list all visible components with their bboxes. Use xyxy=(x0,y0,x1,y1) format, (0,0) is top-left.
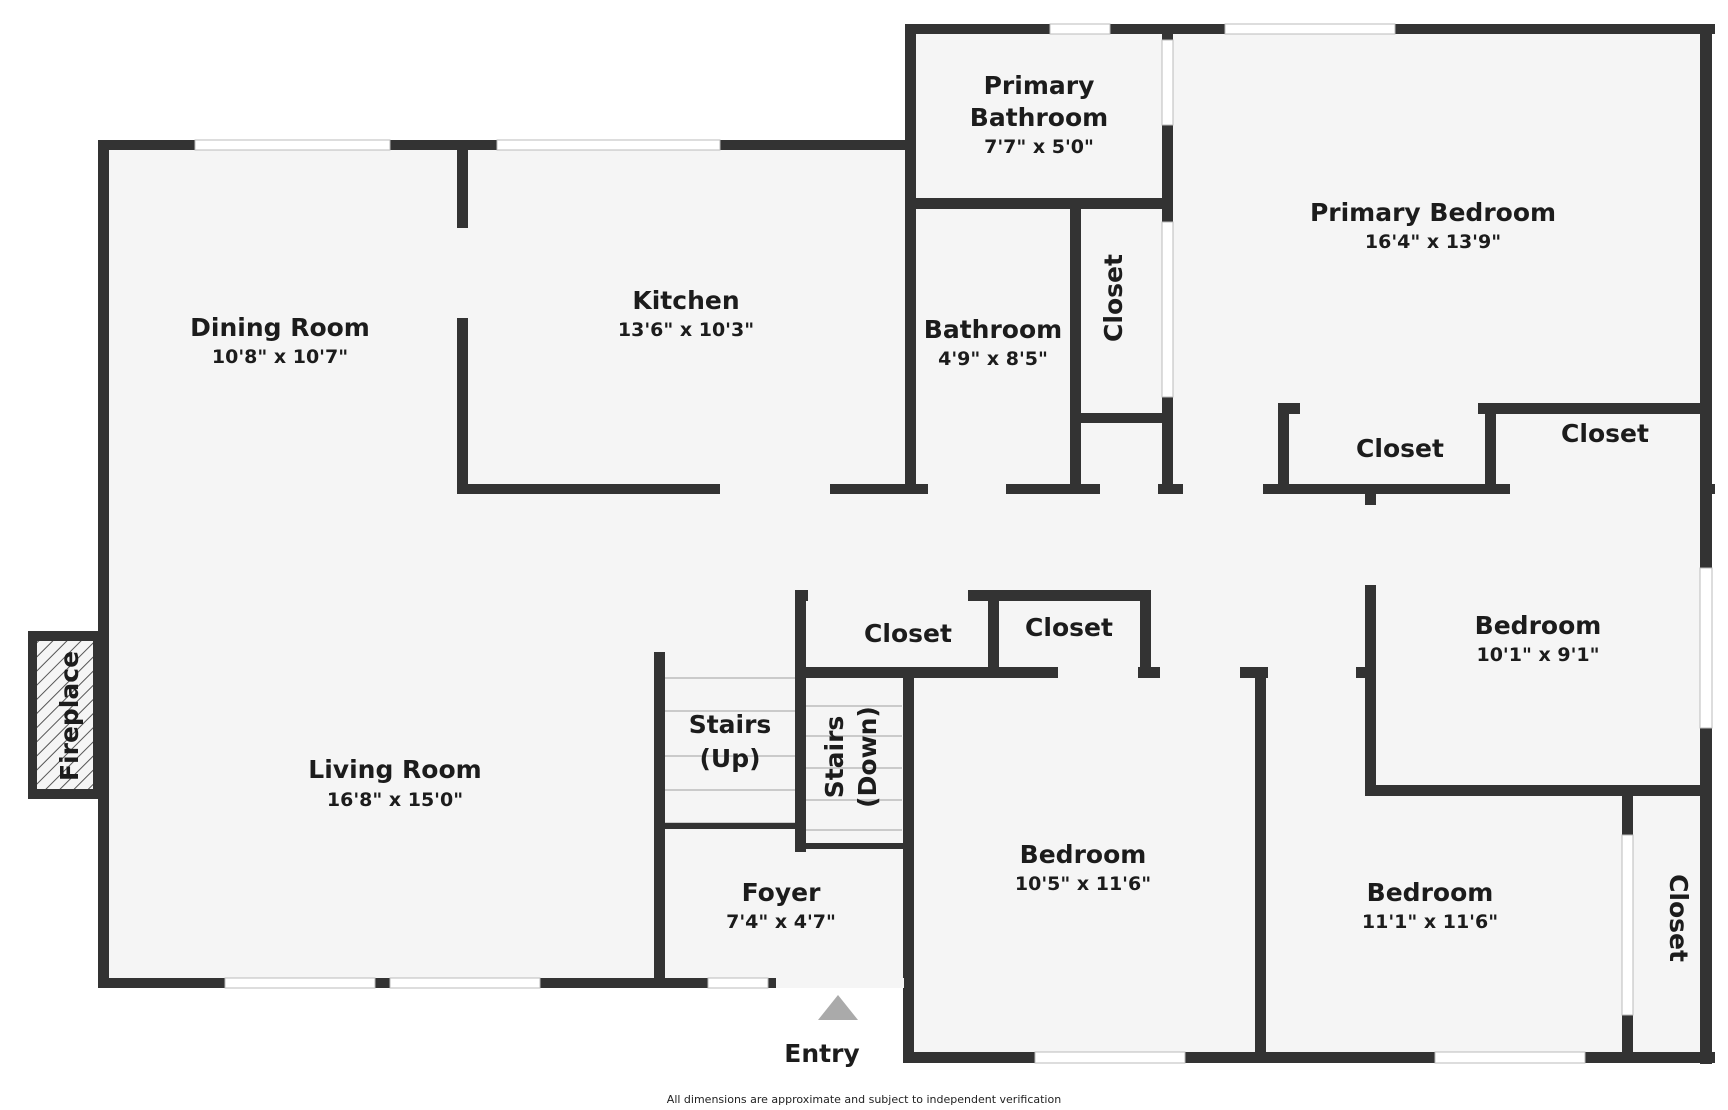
stairs-down-label: Stairs xyxy=(820,716,849,799)
closet-label: Closet xyxy=(1025,613,1113,642)
bathroom-name: Bathroom xyxy=(924,315,1062,344)
living-room-name: Living Room xyxy=(308,755,481,784)
primary-bedroom-name: Primary Bedroom xyxy=(1310,198,1556,227)
closet-label: Closet xyxy=(1664,874,1693,962)
bedroom-right-name: Bedroom xyxy=(1475,611,1602,640)
disclaimer-text: All dimensions are approximate and subje… xyxy=(666,1093,1062,1106)
room-labels: Primary Bathroom 7'7" x 5'0" Primary Bed… xyxy=(55,71,1693,1068)
stairs-up-label: Stairs xyxy=(689,710,772,739)
kitchen-name: Kitchen xyxy=(632,286,739,315)
fireplace-hearth xyxy=(28,631,100,799)
living-room-dims: 16'8" x 15'0" xyxy=(327,789,463,811)
dining-room-dims: 10'8" x 10'7" xyxy=(212,346,348,368)
bedroom-center-dims: 10'5" x 11'6" xyxy=(1015,873,1151,895)
bedroom-right-dims: 10'1" x 9'1" xyxy=(1476,644,1599,666)
kitchen-dims: 13'6" x 10'3" xyxy=(618,319,754,341)
foyer-dims: 7'4" x 4'7" xyxy=(726,911,836,933)
entry-arrow-icon xyxy=(818,995,858,1020)
windows xyxy=(194,23,1713,1064)
closet-label: Closet xyxy=(1561,419,1649,448)
closet-label: Closet xyxy=(1099,254,1128,342)
bedroom-center-name: Bedroom xyxy=(1020,840,1147,869)
primary-bedroom-dims: 16'4" x 13'9" xyxy=(1365,231,1501,253)
foyer-name: Foyer xyxy=(742,878,821,907)
doorways xyxy=(720,403,1700,988)
bedroom-bottom-right-dims: 11'1" x 11'6" xyxy=(1362,911,1498,933)
dining-room-name: Dining Room xyxy=(190,313,370,342)
closet-label: Closet xyxy=(864,619,952,648)
primary-bathroom-dims: 7'7" x 5'0" xyxy=(984,136,1094,158)
stairs-treads xyxy=(665,677,902,831)
entry-label: Entry xyxy=(784,1039,859,1068)
fireplace-label: Fireplace xyxy=(55,651,84,781)
bedroom-bottom-right-name: Bedroom xyxy=(1367,878,1494,907)
stairs-up-label: (Up) xyxy=(699,744,760,773)
stairs-down-label: (Down) xyxy=(853,706,882,808)
primary-bathroom-name: Primary xyxy=(984,71,1095,100)
primary-bathroom-name: Bathroom xyxy=(970,103,1108,132)
closet-label: Closet xyxy=(1356,434,1444,463)
bathroom-dims: 4'9" x 8'5" xyxy=(938,348,1048,370)
